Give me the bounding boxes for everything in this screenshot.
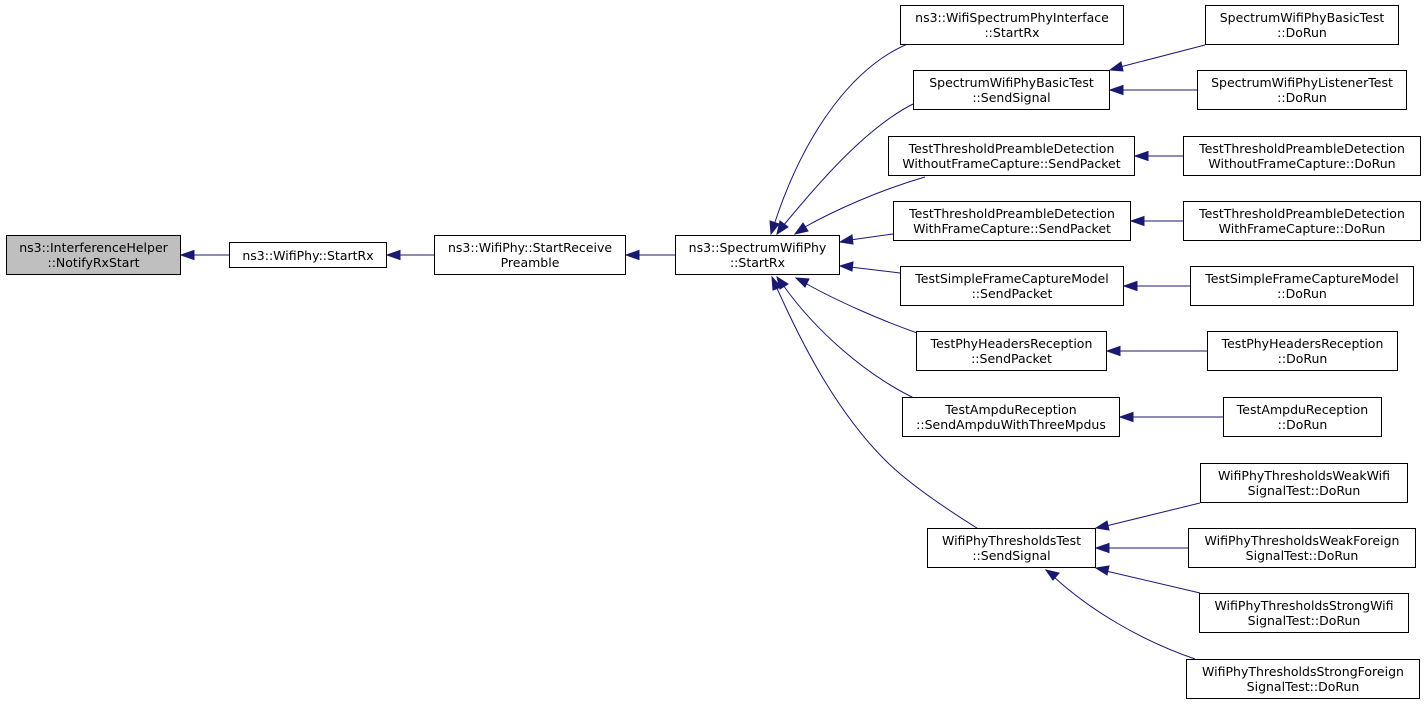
node-sfc-send-line2: ::SendPacket (971, 286, 1053, 301)
node-strong-foreign-dorun[interactable]: WifiPhyThresholdsStrongForeign SignalTes… (1186, 659, 1420, 699)
edge-weakwifi-run-to-thr-send (1094, 502, 1201, 531)
node-pd-with-run-line2: WithFrameCapture::DoRun (1218, 221, 1386, 236)
edge-phr-run-to-phr-send (1105, 345, 1207, 357)
node-weak-wifi-dorun[interactable]: WifiPhyThresholdsWeakWifi SignalTest::Do… (1200, 463, 1408, 503)
node-sfc-send-packet[interactable]: TestSimpleFrameCaptureModel ::SendPacket (900, 266, 1124, 306)
node-weakwifi-run-line2: SignalTest::DoRun (1247, 483, 1361, 498)
node-basic-test-dorun[interactable]: SpectrumWifiPhyBasicTest ::DoRun (1205, 5, 1399, 45)
node-phr-run-line2: ::DoRun (1277, 351, 1328, 366)
node-ampdu-send-line2: ::SendAmpduWithThreeMpdus (916, 417, 1106, 432)
edge-basic-send-to-spectrum-startrx (776, 102, 916, 236)
edge-pd-without-to-spectrum-startrx (793, 176, 926, 235)
node-thr-send-line1: WifiPhyThresholdsTest (941, 533, 1082, 548)
node-weakwifi-run-line1: WifiPhyThresholdsWeakWifi (1217, 468, 1391, 483)
edge-sfc-send-to-spectrum-startrx (838, 261, 901, 274)
node-sfc-send-line1: TestSimpleFrameCaptureModel (915, 271, 1109, 286)
edge-basic-run-to-basic-send (1108, 44, 1206, 72)
node-pd-with-send-packet[interactable]: TestThresholdPreambleDetection WithFrame… (893, 201, 1131, 241)
edge-wifiphy-startrx-to-notify (179, 249, 229, 261)
node-notify-rx-start: ns3::InterferenceHelper ::NotifyRxStart (6, 235, 181, 275)
node-ampdu-send[interactable]: TestAmpduReception ::SendAmpduWithThreeM… (902, 397, 1120, 437)
node-basic-send-line2: ::SendSignal (972, 90, 1051, 105)
node-ampdu-dorun[interactable]: TestAmpduReception ::DoRun (1223, 397, 1382, 437)
edge-pd-with-to-spectrum-startrx (838, 233, 894, 245)
node-pd-without-run-line1: TestThresholdPreambleDetection (1199, 141, 1405, 156)
node-basic-run-line1: SpectrumWifiPhyBasicTest (1219, 10, 1385, 25)
node-phr-dorun[interactable]: TestPhyHeadersReception ::DoRun (1207, 331, 1398, 371)
edge-phr-send-to-spectrum-startrx (794, 277, 921, 335)
node-thresholds-send-signal[interactable]: WifiPhyThresholdsTest ::SendSignal (927, 528, 1096, 568)
node-startreceive-line2: Preamble (500, 255, 560, 270)
node-spectrum-phy-interface-startrx[interactable]: ns3::WifiSpectrumPhyInterface ::StartRx (900, 5, 1124, 45)
node-phr-send-packet[interactable]: TestPhyHeadersReception ::SendPacket (916, 331, 1107, 371)
node-pd-without-line1: TestThresholdPreambleDetection (908, 141, 1115, 156)
node-wifiphy-startrx[interactable]: ns3::WifiPhy::StartRx (229, 242, 387, 268)
node-basic-run-line2: ::DoRun (1277, 25, 1327, 40)
edge-thr-send-to-spectrum-startrx (771, 275, 981, 531)
node-pd-with-line1: TestThresholdPreambleDetection (909, 206, 1115, 221)
node-strongforeign-run-line1: WifiPhyThresholdsStrongForeign (1202, 664, 1404, 679)
node-pd-without-line2: WithoutFrameCapture::SendPacket (902, 156, 1121, 171)
node-startreceive-line1: ns3::WifiPhy::StartReceive (447, 240, 613, 255)
edge-startreceive-to-wifiphy-startrx (385, 249, 434, 261)
node-spectrum-startrx-line1: ns3::SpectrumWifiPhy (688, 240, 827, 255)
edge-spec-iface-to-spectrum-startrx (769, 42, 911, 236)
node-notify-rx-start-line1: ns3::InterferenceHelper (19, 240, 168, 255)
edge-strongwifi-run-to-thr-send (1094, 565, 1201, 594)
node-pd-with-dorun[interactable]: TestThresholdPreambleDetection WithFrame… (1183, 201, 1421, 241)
edge-weakforeign-run-to-thr-send (1094, 542, 1188, 554)
node-notify-rx-start-line2: ::NotifyRxStart (47, 255, 140, 270)
node-thr-send-line2: ::SendSignal (972, 548, 1051, 563)
node-wifiphy-startrx-line1: ns3::WifiPhy::StartRx (242, 247, 374, 263)
node-ampdu-run-line1: TestAmpduReception (1236, 402, 1369, 417)
node-basic-send-line1: SpectrumWifiPhyBasicTest (929, 75, 1094, 90)
edge-spectrum-startrx-to-startreceive (624, 249, 675, 261)
edge-pd-with-run-to-pd-with (1129, 215, 1183, 227)
node-pd-with-run-line1: TestThresholdPreambleDetection (1199, 206, 1405, 221)
node-weak-foreign-dorun[interactable]: WifiPhyThresholdsWeakForeign SignalTest:… (1188, 528, 1416, 568)
node-phr-send-line2: ::SendPacket (971, 351, 1052, 366)
node-listener-test-dorun[interactable]: SpectrumWifiPhyListenerTest ::DoRun (1197, 70, 1407, 110)
edge-listener-run-to-basic-send (1108, 84, 1197, 96)
node-phr-run-line1: TestPhyHeadersReception (1221, 336, 1384, 351)
node-pd-without-run-line2: WithoutFrameCapture::DoRun (1208, 156, 1396, 171)
node-sfc-run-line2: ::DoRun (1277, 286, 1327, 301)
node-spectrum-startrx-line2: ::StartRx (729, 255, 786, 270)
edge-strongforeign-run-to-thr-send (1044, 569, 1196, 660)
node-strongwifi-run-line1: WifiPhyThresholdsStrongWifi (1214, 598, 1394, 613)
node-sfc-dorun[interactable]: TestSimpleFrameCaptureModel ::DoRun (1190, 266, 1414, 306)
node-spec-iface-line1: ns3::WifiSpectrumPhyInterface (915, 10, 1109, 25)
node-phr-send-line1: TestPhyHeadersReception (930, 336, 1093, 351)
edge-pd-without-run-to-pd-without (1133, 150, 1183, 162)
node-listener-run-line2: ::DoRun (1277, 90, 1327, 105)
node-weakforeign-run-line2: SignalTest::DoRun (1245, 548, 1359, 563)
node-startreceive-preamble[interactable]: ns3::WifiPhy::StartReceive Preamble (434, 235, 626, 275)
node-pd-with-line2: WithFrameCapture::SendPacket (913, 221, 1111, 236)
node-weakforeign-run-line1: WifiPhyThresholdsWeakForeign (1204, 533, 1400, 548)
node-listener-run-line1: SpectrumWifiPhyListenerTest (1211, 75, 1393, 90)
node-sfc-run-line1: TestSimpleFrameCaptureModel (1205, 271, 1399, 286)
node-pd-without-dorun[interactable]: TestThresholdPreambleDetection WithoutFr… (1183, 136, 1421, 176)
node-ampdu-send-line1: TestAmpduReception (945, 402, 1077, 417)
node-ampdu-run-line2: ::DoRun (1277, 417, 1328, 432)
edge-sfc-run-to-sfc-send (1122, 280, 1190, 292)
node-spec-iface-line2: ::StartRx (984, 25, 1040, 40)
edge-ampdu-send-to-spectrum-startrx (776, 275, 919, 401)
node-strongwifi-run-line2: SignalTest::DoRun (1247, 613, 1361, 628)
node-strongforeign-run-line2: SignalTest::DoRun (1246, 679, 1360, 694)
node-spectrum-wifiphy-startrx[interactable]: ns3::SpectrumWifiPhy ::StartRx (675, 235, 840, 275)
node-pd-without-send-packet[interactable]: TestThresholdPreambleDetection WithoutFr… (888, 136, 1135, 176)
node-strong-wifi-dorun[interactable]: WifiPhyThresholdsStrongWifi SignalTest::… (1199, 593, 1409, 633)
edge-ampdu-run-to-ampdu-send (1118, 411, 1223, 423)
node-basic-test-send-signal[interactable]: SpectrumWifiPhyBasicTest ::SendSignal (913, 70, 1110, 110)
